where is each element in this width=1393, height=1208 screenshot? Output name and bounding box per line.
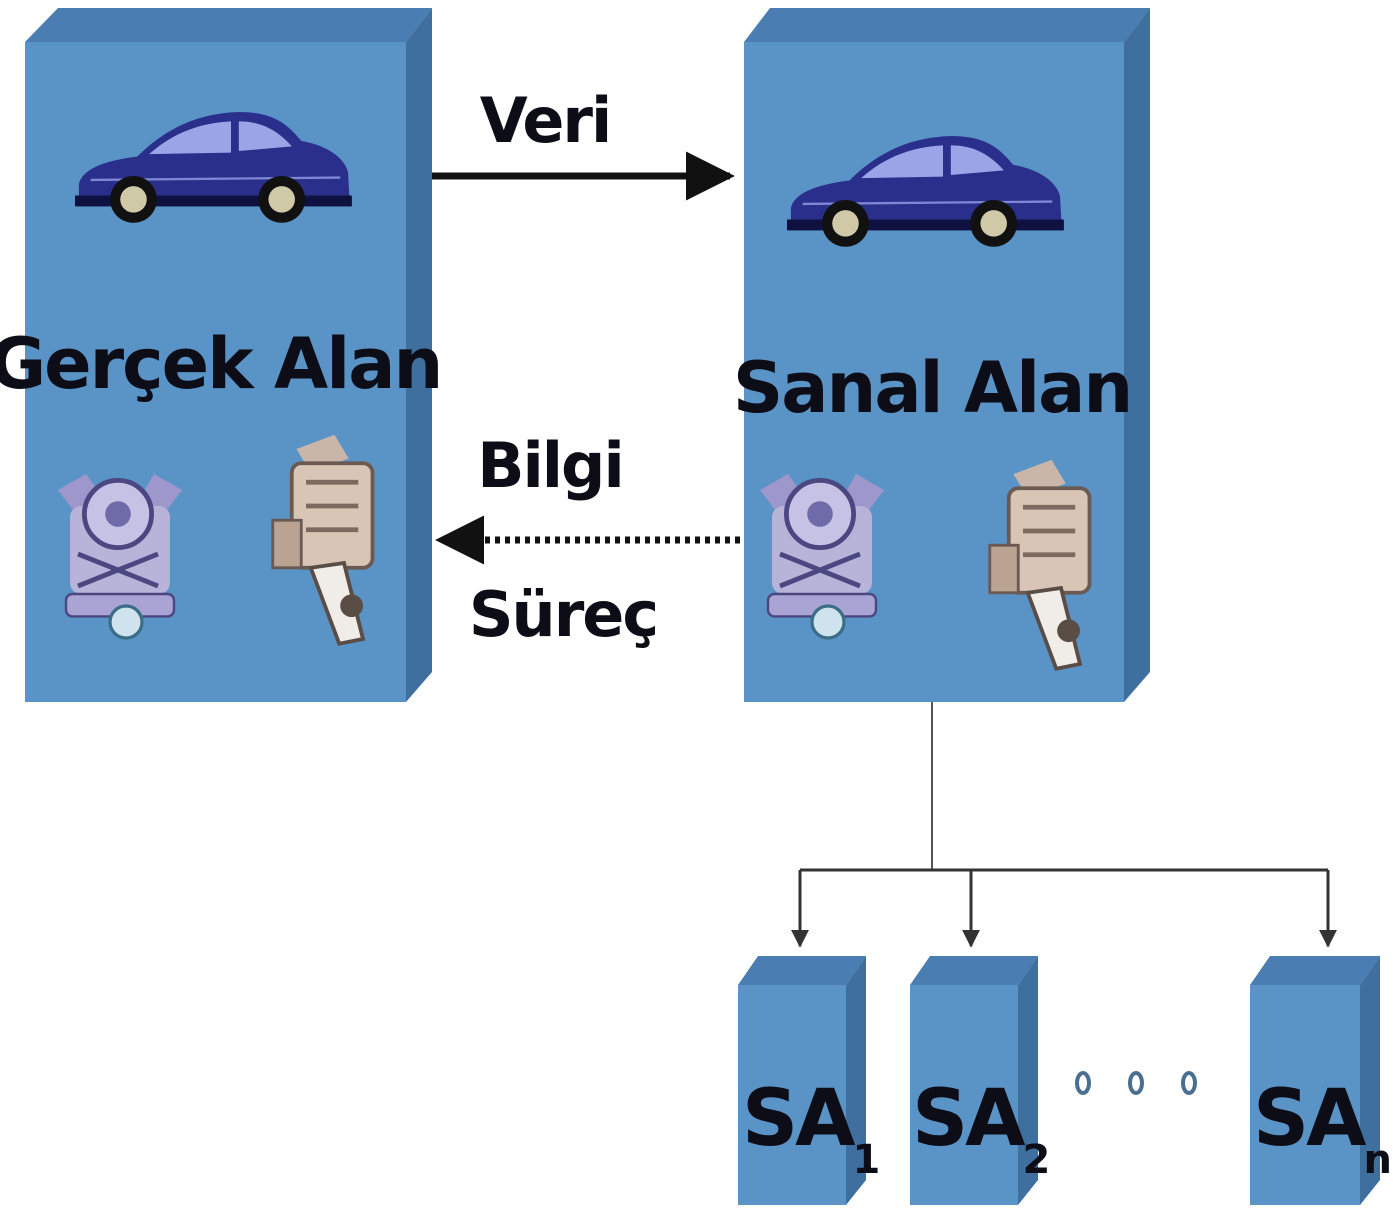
sub-area-label: SA <box>1253 1074 1366 1164</box>
process-label: Süreç <box>469 578 657 651</box>
svg-text:SA1: SA1 <box>742 1074 879 1183</box>
real-area-box: Gerçek Alan <box>0 8 443 702</box>
info-label: Bilgi <box>477 429 622 502</box>
sub-area-box-n: SAn <box>1250 956 1393 1205</box>
real-area-label: Gerçek Alan <box>0 323 441 405</box>
sub-area-index: n <box>1364 1137 1390 1183</box>
virtual-area-label: Sanal Alan <box>733 347 1131 429</box>
engine-icon <box>760 474 884 638</box>
sub-area-index: 2 <box>1023 1137 1048 1183</box>
svg-text:SA2: SA2 <box>912 1074 1048 1183</box>
sub-area-connectors <box>791 702 1337 948</box>
sub-area-index: 1 <box>853 1137 879 1183</box>
engine-icon <box>58 474 182 638</box>
sub-area-label: SA <box>742 1074 855 1164</box>
sub-area-label: SA <box>912 1074 1025 1164</box>
data-label: Veri <box>480 84 610 157</box>
sub-area-box-1: SA1 <box>738 956 882 1205</box>
svg-text:SAn: SAn <box>1253 1074 1390 1183</box>
sub-area-box-2: SA2 <box>910 956 1051 1205</box>
virtual-area-box: Sanal Alan <box>733 8 1150 702</box>
ellipsis-dots <box>1075 1071 1197 1095</box>
